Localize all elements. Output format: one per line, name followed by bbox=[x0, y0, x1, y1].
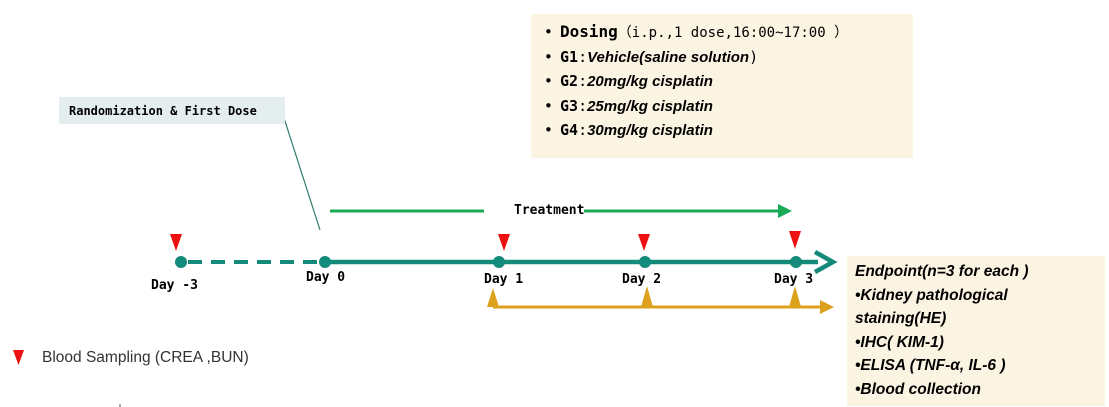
group-description: 20mg/kg cisplatin bbox=[587, 73, 713, 90]
bullet: • bbox=[544, 72, 553, 90]
day-marker-3 bbox=[790, 256, 802, 268]
bullet: • bbox=[544, 121, 553, 139]
dosing-group-row: • G4:30mg/kg cisplatin bbox=[544, 118, 913, 143]
day-marker-2 bbox=[639, 256, 651, 268]
endpoint-tick-day-1 bbox=[487, 288, 499, 307]
callout-leader-line bbox=[283, 117, 321, 231]
endpoint-info-box: Endpoint(n=3 for each ) •Kidney patholog… bbox=[847, 256, 1105, 406]
day-marker-minus3 bbox=[175, 256, 187, 268]
endpoint-tick-day-3 bbox=[789, 286, 801, 307]
dosing-heading: Dosing bbox=[560, 22, 618, 41]
group-description: 30mg/kg cisplatin bbox=[587, 122, 713, 139]
bullet: • bbox=[544, 96, 553, 115]
legend-blood-sampling: Blood Sampling (CREA ,BUN) bbox=[42, 349, 249, 366]
group-id: G3 bbox=[560, 96, 579, 115]
endpoint-title: Endpoint(n=3 for each ) bbox=[855, 263, 1029, 280]
group-separator: : bbox=[578, 121, 588, 139]
group-id: G1 bbox=[560, 47, 579, 66]
dosing-heading-row: • Dosing（i.p.,1 dose,16:00~17:00 ） bbox=[544, 20, 913, 45]
legend-sampling-triangle bbox=[13, 350, 24, 365]
endpoint-arrowhead bbox=[820, 300, 834, 314]
sampling-triangle-day-2 bbox=[638, 234, 650, 251]
group-description: 25mg/kg cisplatin bbox=[587, 97, 713, 115]
sampling-triangle-day-minus3 bbox=[170, 234, 182, 251]
group-description: Vehicle(saline solution bbox=[587, 48, 750, 66]
group-id: G2 bbox=[560, 72, 579, 90]
group-separator: : bbox=[578, 72, 588, 90]
endpoint-item: •ELISA (TNF-α, IL-6 ) bbox=[855, 357, 1006, 375]
bullet: • bbox=[544, 23, 553, 41]
group-id: G4 bbox=[560, 121, 579, 139]
endpoint-item: •IHC( KIM-1) bbox=[855, 333, 944, 351]
day-label-3: Day 3 bbox=[774, 272, 814, 287]
group-separator: : bbox=[578, 96, 588, 115]
dosing-group-row: • G3:25mg/kg cisplatin bbox=[544, 94, 913, 119]
endpoint-item: •Kidney pathological bbox=[855, 286, 1008, 304]
randomization-callout-text: Randomization & First Dose bbox=[69, 103, 257, 118]
treatment-label: Treatment bbox=[514, 203, 585, 218]
endpoint-item: staining(HE) bbox=[855, 310, 947, 328]
day-label-0: Day 0 bbox=[306, 270, 346, 285]
dosing-info-box: •Dosing（i.p.,1 dose,16:00~17:00 ） •G1:Ve… bbox=[531, 14, 913, 158]
group-separator: : bbox=[578, 47, 588, 66]
sampling-triangle-day-1 bbox=[498, 234, 510, 251]
dosing-group-row: • G2:20mg/kg cisplatin bbox=[544, 69, 913, 94]
randomization-callout: Randomization & First Dose bbox=[59, 97, 285, 124]
dosing-list: •Dosing（i.p.,1 dose,16:00~17:00 ） •G1:Ve… bbox=[544, 20, 913, 143]
group-tail: ) bbox=[749, 47, 759, 66]
day-label-minus3: Day -3 bbox=[151, 278, 198, 293]
endpoint-tick-day-2 bbox=[641, 286, 653, 307]
day-label-1: Day 1 bbox=[484, 272, 524, 287]
sampling-triangle-day-3 bbox=[789, 231, 801, 249]
bullet: • bbox=[544, 47, 553, 66]
day-label-2: Day 2 bbox=[622, 272, 662, 287]
day-marker-0 bbox=[319, 256, 331, 268]
treatment-arrowhead bbox=[778, 204, 792, 218]
timeline-arrowhead bbox=[813, 250, 838, 274]
endpoint-item: •Blood collection bbox=[855, 380, 981, 398]
dosing-group-row: • G1:Vehicle(saline solution) bbox=[544, 45, 913, 70]
day-marker-1 bbox=[493, 256, 505, 268]
dosing-detail: （i.p.,1 dose,16:00~17:00 ） bbox=[617, 25, 849, 41]
